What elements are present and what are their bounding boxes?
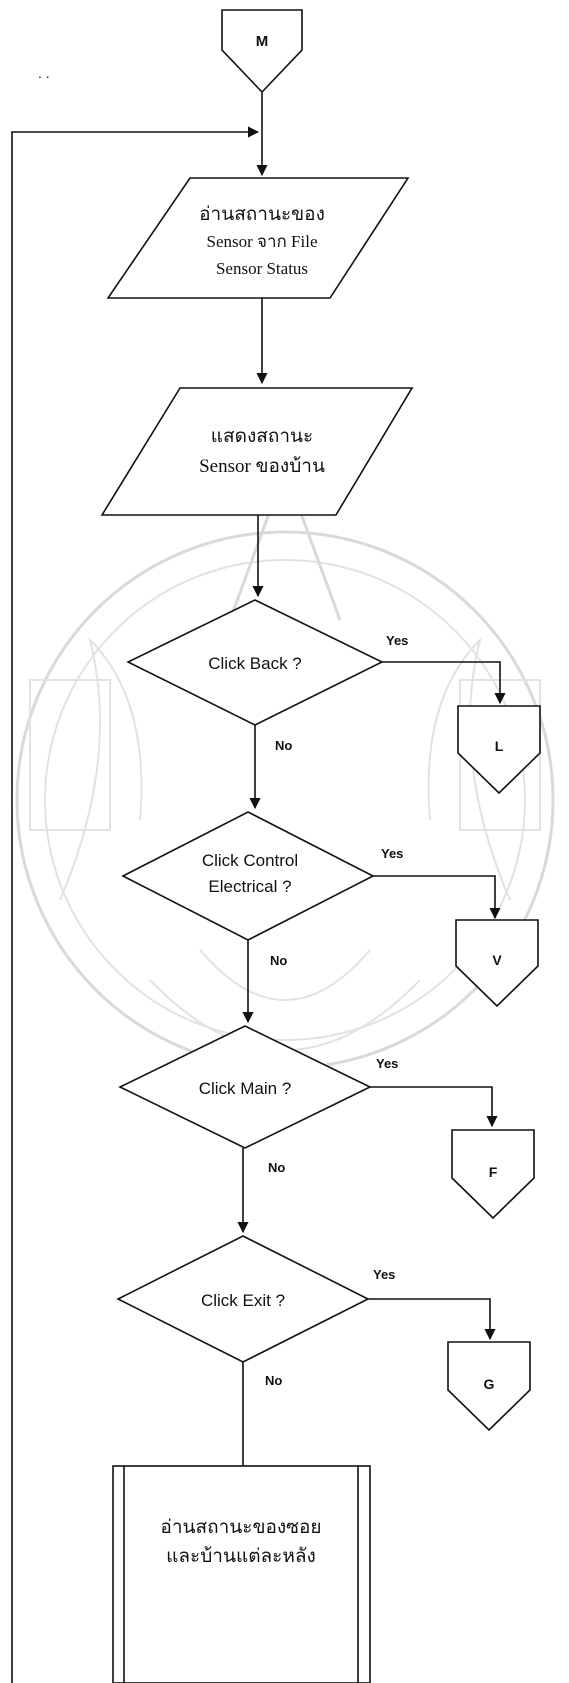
no-label-exit: No (265, 1373, 282, 1388)
no-label-back: No (275, 738, 292, 753)
step-show-sensor-line-2: Sensor ของบ้าน (199, 456, 325, 477)
decision-click-back-label: Click Back ? (208, 654, 302, 673)
connector-v-label: V (492, 952, 502, 968)
connector-l: L (457, 705, 541, 795)
yes-line-control (373, 875, 501, 920)
step-show-sensor: แสดงสถานะ Sensor ของบ้าน (100, 387, 414, 516)
connector-g: G (447, 1341, 531, 1432)
decision-click-control-line-1: Click Control (202, 851, 298, 870)
step-show-sensor-line-1: แสดงสถานะ (211, 426, 313, 447)
connector-f-label: F (489, 1164, 498, 1180)
step-read-sensor-line-3: Sensor Status (216, 259, 308, 278)
connector-l-label: L (495, 738, 504, 754)
no-label-main: No (268, 1160, 285, 1175)
yes-label-exit: Yes (373, 1267, 395, 1282)
connector-v: V (455, 919, 539, 1008)
step-read-sensor-line-1: อ่านสถานะของ (199, 204, 325, 225)
yes-line-main (370, 1086, 498, 1128)
decision-click-main-label: Click Main ? (199, 1079, 292, 1098)
yes-label-back: Yes (386, 633, 408, 648)
connector-g-label: G (484, 1376, 495, 1392)
decision-click-main: Click Main ? (118, 1025, 372, 1149)
yes-line-exit (368, 1298, 496, 1341)
connector-m-label: M (256, 33, 269, 50)
yes-label-main: Yes (376, 1056, 398, 1071)
no-label-control: No (270, 953, 287, 968)
step-read-sensor: อ่านสถานะของ Sensor จาก File Sensor Stat… (106, 177, 410, 299)
decision-click-control: Click Control Electrical ? (121, 811, 375, 941)
stray-marks: . . (38, 65, 50, 81)
yes-line-back (382, 661, 506, 705)
decision-click-exit-label: Click Exit ? (201, 1291, 285, 1310)
decision-click-control-line-2: Electrical ? (208, 877, 291, 896)
loop-back-line (11, 126, 260, 1683)
process-read-alley-line-2: และบ้านแต่ละหลัง (166, 1546, 316, 1567)
connector-m: M (221, 9, 303, 94)
step-read-sensor-line-2: Sensor จาก File (206, 232, 317, 251)
yes-label-control: Yes (381, 846, 403, 861)
connector-f: F (451, 1129, 535, 1220)
process-read-alley-line-1: อ่านสถานะของซอย (160, 1517, 321, 1538)
process-read-alley: อ่านสถานะของซอย และบ้านแต่ละหลัง (112, 1465, 371, 1683)
decision-click-back: Click Back ? (126, 599, 384, 726)
decision-click-exit: Click Exit ? (116, 1235, 370, 1363)
